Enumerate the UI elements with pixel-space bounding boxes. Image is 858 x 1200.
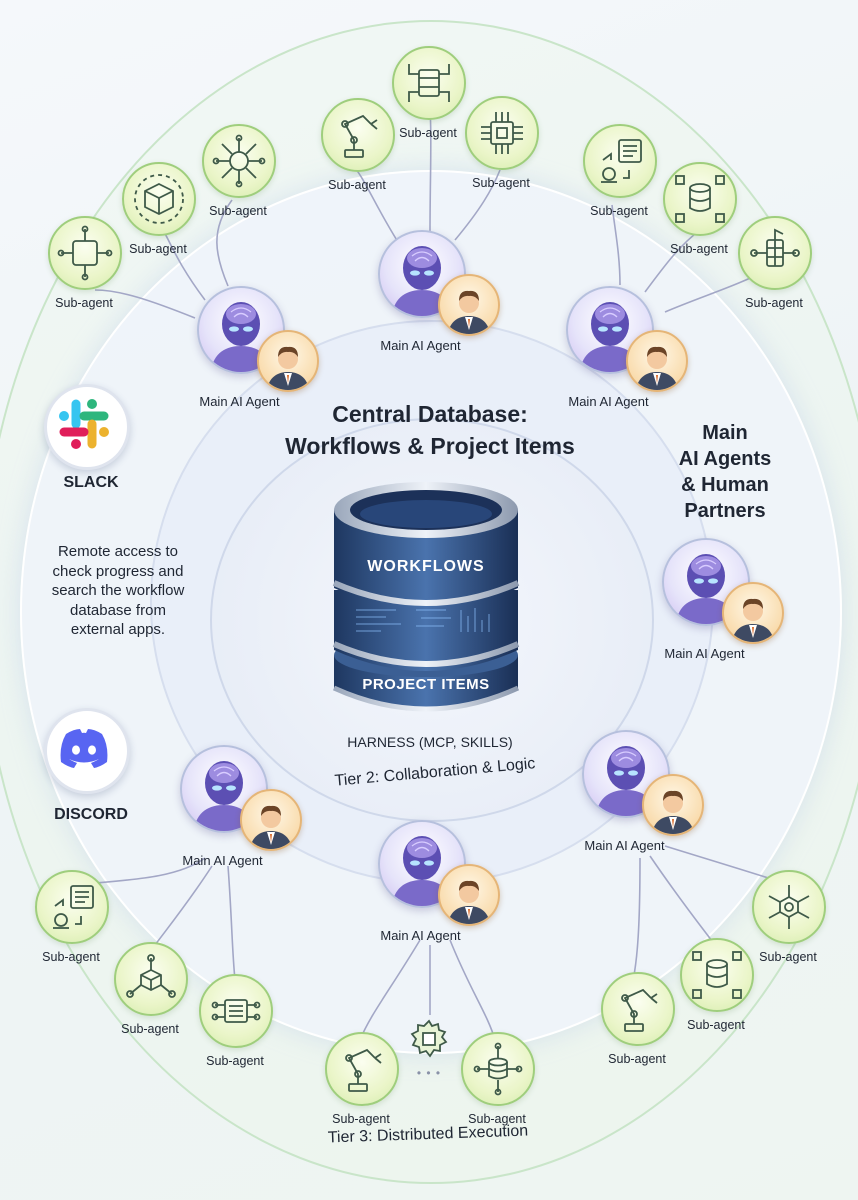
main-agent-bottom-center[interactable]: Main AI Agent — [343, 820, 500, 970]
main-agent-bottom-left[interactable]: Main AI Agent — [145, 745, 302, 895]
title-line-2: Workflows & Project Items — [285, 433, 575, 459]
robot-arm-icon — [321, 98, 395, 172]
main-agents-heading: Main AI Agents & Human Partners — [678, 422, 772, 522]
sub-agent-4[interactable]: Sub-agent — [302, 98, 412, 202]
main-agent-label: Main AI Agent — [568, 394, 649, 409]
main-agent-top-left[interactable]: Main AI Agent — [162, 286, 319, 436]
central-database-title: Central Database: Workflows & Project It… — [240, 398, 620, 462]
sub-agent-17[interactable]: Sub-agent — [733, 870, 843, 974]
discord-label: DISCORD — [54, 806, 128, 823]
server-icon — [392, 46, 466, 120]
database-hub-icon — [461, 1032, 535, 1106]
sub-agent-12[interactable]: Sub-agent — [180, 974, 290, 1078]
main-agent-bottom-right[interactable]: Main AI Agent — [547, 730, 704, 880]
remote-access-text: Remote access to check progress and sear… — [51, 543, 185, 638]
database-node-icon — [663, 162, 737, 236]
human-partner-icon — [642, 774, 704, 836]
cube-icon — [48, 216, 122, 290]
db-project-items-label: PROJECT ITEMS — [362, 676, 490, 693]
sub-agent-13[interactable]: Sub-agent — [306, 1032, 416, 1136]
title-line-1: Central Database: — [332, 401, 528, 427]
human-partner-icon — [438, 864, 500, 926]
robot-agent-icon — [180, 745, 268, 833]
monitor-task-icon — [583, 124, 657, 198]
main-agent-label: Main AI Agent — [664, 646, 745, 661]
monitor-task-icon — [35, 870, 109, 944]
network-cube-icon — [114, 942, 188, 1016]
network-hub-icon — [202, 124, 276, 198]
gear-chip-icon — [408, 1018, 450, 1060]
database-icon: WORKFLOWS PROJECT ITEMS — [326, 470, 526, 720]
sub-agent-1[interactable]: Sub-agent — [29, 216, 139, 320]
sub-agent-9[interactable]: Sub-agent — [719, 216, 829, 320]
slack-logo-icon — [59, 399, 109, 449]
sub-agent-8[interactable]: Sub-agent — [644, 162, 754, 266]
main-agent-label: Main AI Agent — [199, 394, 280, 409]
main-agent-top-right[interactable]: Main AI Agent — [531, 286, 688, 436]
sub-agent-3[interactable]: Sub-agent — [183, 124, 293, 228]
sub-agent-14[interactable]: Sub-agent — [442, 1032, 552, 1136]
harness-label: HARNESS (MCP, SKILLS) — [347, 734, 513, 750]
main-agent-right[interactable]: Main AI Agent — [627, 538, 784, 688]
human-partner-icon — [626, 330, 688, 392]
main-agent-top-center[interactable]: Main AI Agent — [343, 230, 500, 380]
main-agent-label: Main AI Agent — [380, 928, 461, 943]
cube-icon — [122, 162, 196, 236]
human-partner-icon — [257, 330, 319, 392]
main-agent-label: Main AI Agent — [584, 838, 665, 853]
hexagon-network-icon — [752, 870, 826, 944]
database-node-icon — [680, 938, 754, 1012]
main-agent-label: Main AI Agent — [380, 338, 461, 353]
discord-button[interactable] — [44, 708, 130, 794]
robot-arm-icon — [601, 972, 675, 1046]
robot-agent-icon — [662, 538, 750, 626]
sub-agent-10[interactable]: Sub-agent — [16, 870, 126, 974]
cpu-chip-icon — [465, 96, 539, 170]
slack-button[interactable] — [44, 384, 130, 470]
sub-agent-7[interactable]: Sub-agent — [564, 124, 674, 228]
workflow-server-icon — [738, 216, 812, 290]
human-partner-icon — [722, 582, 784, 644]
sub-agent-6[interactable]: Sub-agent — [446, 96, 556, 200]
cpu-chip-icon — [199, 974, 273, 1048]
ellipsis: • • • — [416, 1066, 442, 1080]
sub-agent-5[interactable]: Sub-agent — [373, 46, 483, 150]
sub-agent-11[interactable]: Sub-agent — [95, 942, 205, 1046]
sub-agent-15[interactable]: Sub-agent — [582, 972, 692, 1076]
robot-arm-icon — [325, 1032, 399, 1106]
db-workflows-label: WORKFLOWS — [367, 558, 485, 575]
main-agent-label: Main AI Agent — [182, 853, 263, 868]
discord-logo-icon — [60, 729, 108, 768]
sub-agent-2[interactable]: Sub-agent — [103, 162, 213, 266]
human-partner-icon — [438, 274, 500, 336]
sub-agent-16[interactable]: Sub-agent — [661, 938, 771, 1042]
human-partner-icon — [240, 789, 302, 851]
slack-label: SLACK — [63, 474, 119, 491]
